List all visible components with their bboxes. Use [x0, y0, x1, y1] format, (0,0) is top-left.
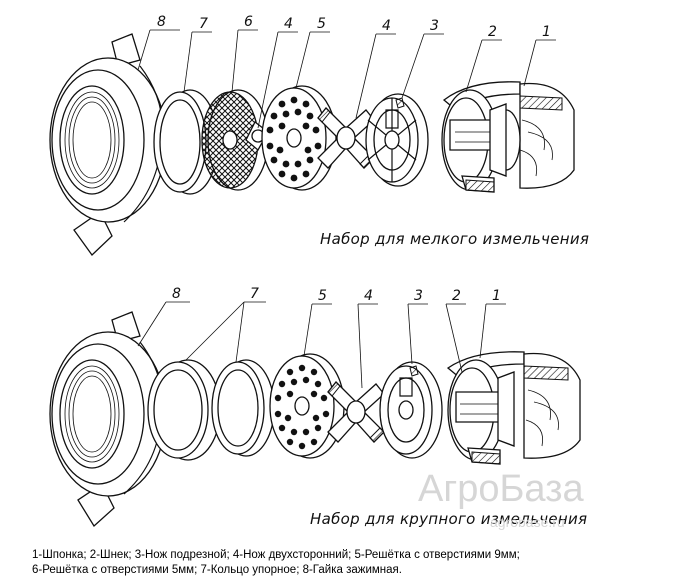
exploded-assembly-diagram: 8 7 6 4 5 4 3 2 1	[49, 14, 581, 528]
label-bottom-2: 2	[452, 288, 461, 304]
label-bottom-8: 8	[172, 286, 181, 302]
coarse-grinding-set: 8 7 5 4 3 2 1	[49, 286, 581, 528]
label-bottom-7: 7	[250, 286, 259, 302]
thrust-ring-bottom-2	[211, 359, 275, 457]
label-top-8: 8	[157, 14, 166, 30]
clamping-nut-bottom	[49, 311, 167, 528]
label-bottom-1: 1	[492, 288, 501, 304]
label-bottom-4: 4	[364, 288, 373, 304]
label-top-4b: 4	[382, 18, 391, 34]
thrust-ring-bottom-1	[147, 359, 221, 461]
clamping-nut-top	[49, 33, 167, 256]
grate-9mm-top	[261, 85, 337, 191]
cutting-knife-top	[365, 93, 429, 187]
grate-5mm-top	[201, 89, 269, 191]
labels-top: 8 7 6 4 5 4 3 2 1	[137, 14, 556, 129]
caption-fine-grinding: Набор для мелкого измельчения	[320, 230, 590, 248]
cutting-knife-bottom	[379, 361, 443, 459]
caption-coarse-grinding: Набор для крупного измельчения	[310, 510, 588, 528]
legend-line-2: 6-Решётка с отверстиями 5мм; 7-Кольцо уп…	[32, 564, 402, 576]
label-top-7: 7	[199, 16, 208, 32]
labels-bottom: 8 7 5 4 3 2 1	[137, 286, 506, 389]
thrust-ring-top	[153, 89, 219, 195]
label-top-5: 5	[317, 16, 326, 32]
label-bottom-3: 3	[414, 288, 423, 304]
label-top-6: 6	[244, 14, 253, 30]
double-knife-bottom	[327, 381, 385, 443]
label-top-1: 1	[542, 24, 551, 40]
key-housing-top	[489, 82, 575, 189]
legend-line-1: 1-Шпонка; 2-Шнек; 3-Нож подрезной; 4-Нож…	[32, 549, 520, 561]
grate-9mm-bottom	[269, 353, 345, 459]
parts-legend: 1-Шпонка; 2-Шнек; 3-Нож подрезной; 4-Нож…	[32, 548, 672, 578]
fine-grinding-set: 8 7 6 4 5 4 3 2 1	[49, 14, 575, 256]
watermark-brand: АгроБаза	[418, 468, 584, 510]
key-housing-bottom	[497, 352, 581, 459]
label-top-3: 3	[430, 18, 439, 34]
watermark-url: agrobase.ru	[490, 514, 565, 530]
label-bottom-5: 5	[318, 288, 327, 304]
label-top-2: 2	[488, 24, 497, 40]
label-top-4a: 4	[284, 16, 293, 32]
auger-top	[441, 81, 521, 193]
